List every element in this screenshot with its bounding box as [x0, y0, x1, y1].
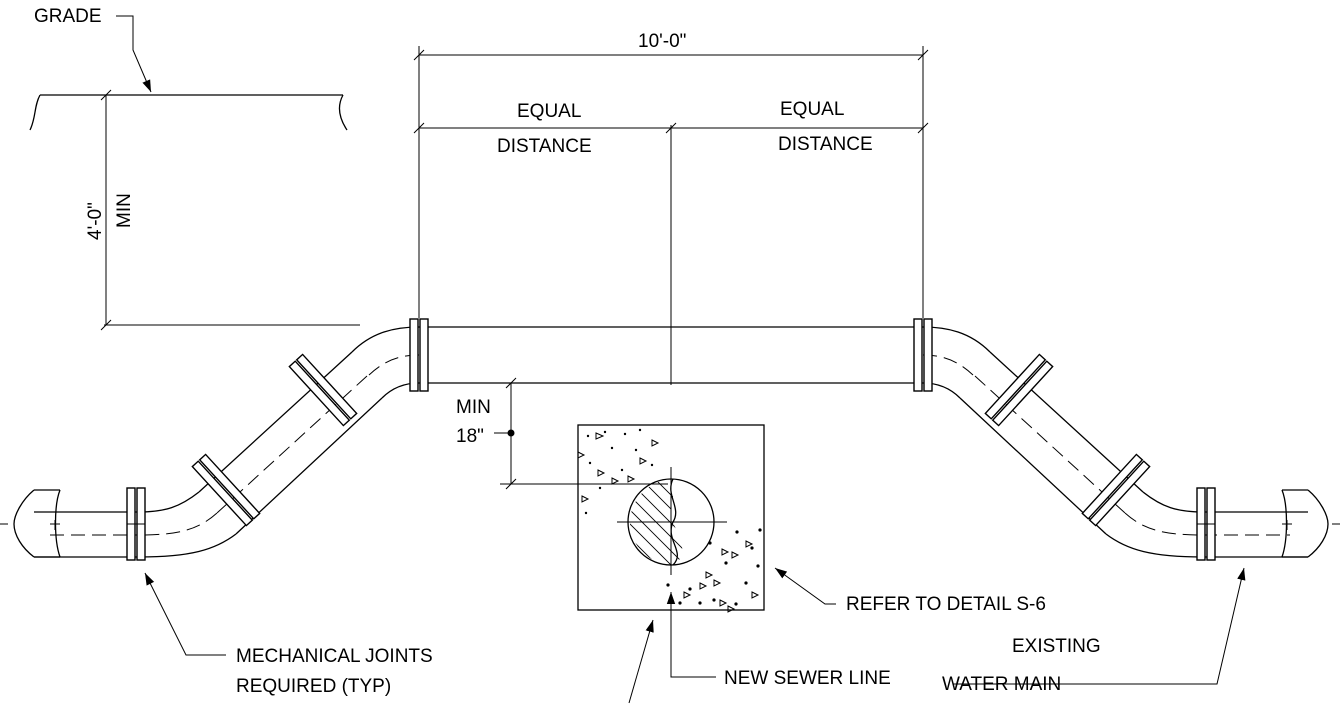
refer-detail-leader: [774, 567, 836, 605]
separation-min-label: MIN: [456, 397, 491, 418]
joint-left-diagonal-lower: [191, 453, 261, 527]
cover-min-label: MIN: [114, 193, 135, 228]
overall-dimension: [413, 46, 929, 318]
joint-top-left: [409, 318, 429, 392]
joint-top-right: [913, 318, 933, 392]
grade-line: [29, 94, 348, 131]
joint-right-diagonal-upper: [984, 353, 1054, 427]
mechanical-joints-line2: REQUIRED (TYP): [236, 676, 391, 697]
equal-left-line1: EQUAL: [517, 101, 581, 122]
separation-dimension: [494, 377, 668, 490]
existing-line2: WATER MAIN: [942, 674, 1061, 695]
encasement-leader: [628, 619, 654, 704]
joint-bottom-right: [1196, 487, 1216, 561]
separation-dim-label: 18": [456, 426, 484, 447]
sewer-pipe-section: [617, 467, 727, 575]
equal-distance-dimension: [413, 122, 929, 385]
new-sewer-label: NEW SEWER LINE: [724, 668, 891, 689]
existing-line1: EXISTING: [1012, 636, 1101, 657]
grade-leader: [116, 15, 152, 93]
aggregate-lower-right: [666, 528, 762, 613]
water-main-pipe: [0, 326, 1340, 558]
new-sewer-leader: [666, 592, 716, 678]
joint-left-diagonal-upper: [288, 353, 358, 427]
equal-right-line1: EQUAL: [780, 99, 844, 120]
equal-left-line2: DISTANCE: [497, 136, 592, 157]
aggregate-upper-left: [577, 428, 660, 515]
equal-right-line2: DISTANCE: [778, 134, 873, 155]
refer-detail-label: REFER TO DETAIL S-6: [846, 594, 1046, 615]
cover-dimension: [100, 89, 360, 331]
mechanical-joints-line1: MECHANICAL JOINTS: [236, 646, 433, 667]
existing-water-main-leader: [953, 567, 1246, 685]
overall-dimension-label: 10'-0": [638, 31, 686, 52]
grade-label: GRADE: [34, 6, 102, 27]
mechanical-joints-leader: [144, 572, 226, 656]
cover-dimension-label: 4'-0": [85, 202, 106, 240]
joint-right-diagonal-lower: [1081, 453, 1151, 527]
joint-bottom-left: [126, 487, 146, 561]
